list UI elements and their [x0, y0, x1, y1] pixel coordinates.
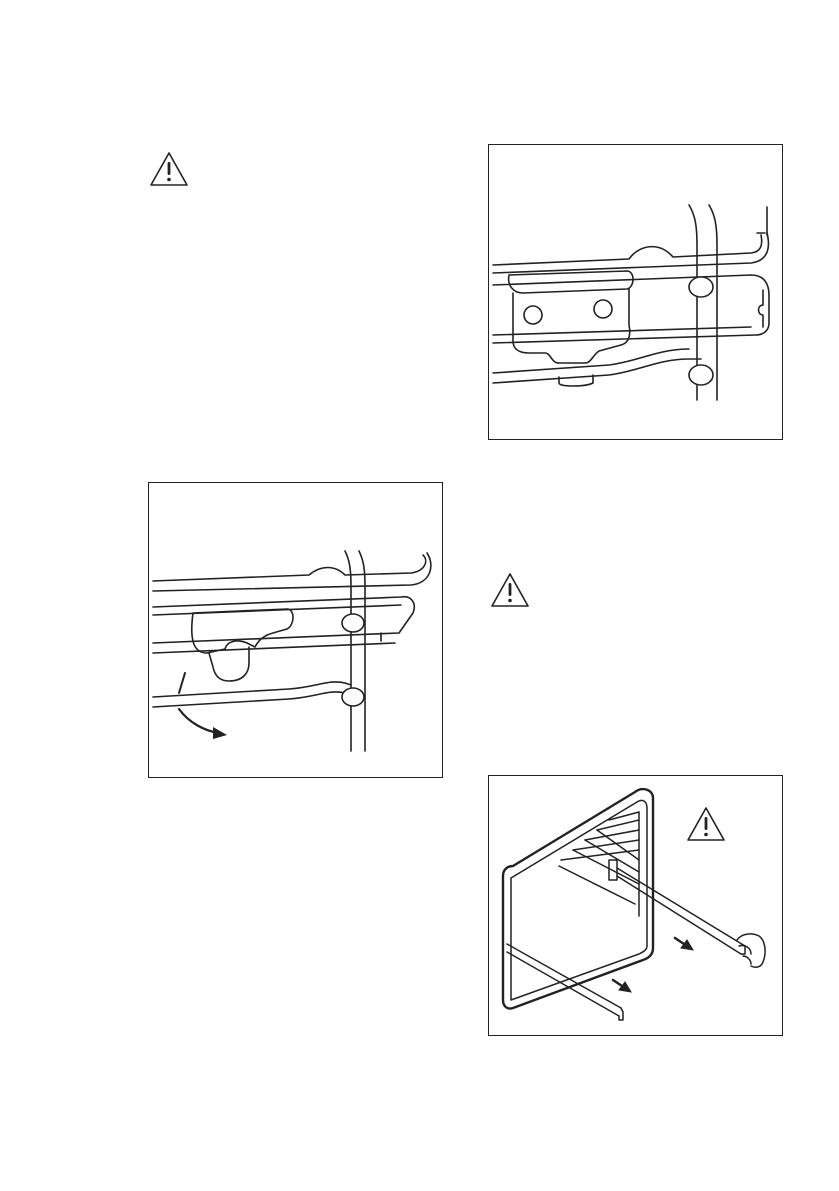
figure-shelf-support-detail — [488, 144, 783, 440]
warning-icon-middle — [489, 571, 531, 609]
warning-triangle-icon — [688, 808, 724, 840]
figure-rail-tilt-removal — [148, 482, 443, 778]
curved-arrow-icon — [213, 727, 227, 739]
figure-oven-rail-pull-out — [488, 775, 783, 1036]
warning-icon-top — [148, 150, 190, 188]
